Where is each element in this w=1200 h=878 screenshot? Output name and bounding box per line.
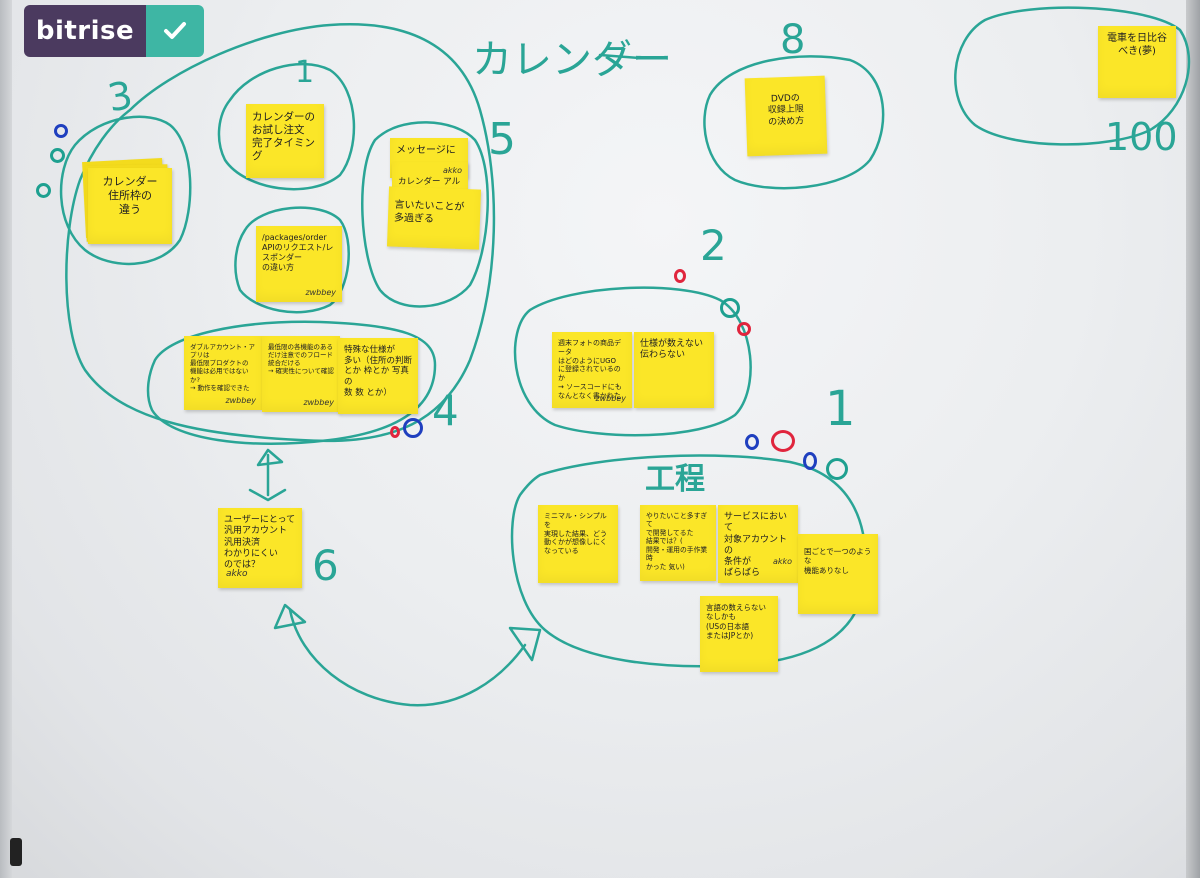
circle-4 — [146, 320, 437, 445]
logo-text: bitrise — [24, 5, 146, 57]
sticky-dvd: DVDの 収録上限 の決め方 — [744, 75, 828, 157]
process-group-outline — [510, 454, 867, 668]
sticky-minimal: ミニマル・シンプルを 実現した結果、どう 動くかが想像しにく なっている — [538, 505, 618, 583]
label-process: 工程 — [645, 462, 705, 497]
circle-8 — [703, 55, 885, 190]
sticky-train: 電車を日比谷 べき(夢) — [1098, 26, 1176, 98]
flow-arrowhead-left — [273, 603, 307, 630]
dot-red — [737, 322, 751, 336]
label-5: 5 — [488, 114, 516, 165]
sticky-region: 国ごとで一つのような 機能ありなし — [798, 534, 878, 614]
dot-green — [826, 458, 848, 480]
label-4: 4 — [432, 386, 459, 435]
circle-2 — [513, 286, 752, 437]
sticky-note-a: ダブルアカウント・アプリは 最低限プロダクトの 機能は必用ではないか? → 動作… — [184, 336, 262, 410]
sticky-note-c: 特殊な仕様が 多い（住所の判断 とか 枠とか 写真の 数 数 とか） — [338, 338, 418, 414]
sticky-service: サービスにおいて 対象アカウントの 条件が ばらばら akko — [718, 505, 798, 583]
board-magnet — [10, 838, 22, 866]
dot-blue — [745, 434, 759, 450]
label-2: 2 — [700, 221, 727, 270]
sticky-note-b: 最低限の各機能のある だけ注意でのフロード 統合だける → 確実性について確認 … — [262, 336, 340, 412]
flow-arrow — [288, 608, 527, 707]
sticky-users: ユーザーにとって 汎用アカウント 汎用決済 わかりにくい のでは？ akko — [218, 508, 302, 588]
label-100: 100 — [1105, 115, 1178, 159]
bitrise-logo: bitrise — [24, 5, 204, 57]
circle-3 — [59, 115, 192, 266]
dot-red — [390, 426, 400, 438]
board-frame-left — [0, 0, 12, 878]
circle-1 — [217, 62, 356, 191]
dot-red — [674, 269, 686, 283]
check-icon — [146, 5, 204, 57]
flow-arrowhead-right — [508, 626, 542, 662]
calendar-group-outline — [65, 23, 496, 443]
sticky-calendar-order: カレンダーの お試し注文 完了タイミング — [246, 104, 324, 178]
dot-blue — [803, 452, 817, 470]
circle-packages — [234, 206, 350, 314]
label-6: 6 — [312, 541, 339, 590]
label-8: 8 — [780, 17, 806, 63]
sticky-packages: /packages/order APIのリクエスト/レスポンダー の違い方 zw… — [256, 226, 342, 302]
circle-5 — [361, 121, 489, 308]
sticky-language: 言語の数えらない なしかも (USの日本語 またはJPとか) — [700, 596, 778, 672]
dot-blue — [403, 418, 423, 438]
circle-100 — [954, 6, 1191, 146]
dot-green — [720, 298, 740, 318]
sticky-calendar-location: カレンダー 住所枠の 違う — [88, 168, 172, 244]
sticky-yatta: やりたいこと多すぎて で開発してるた 結果では？( 開発・運用の手作業時 かった… — [640, 505, 716, 581]
sticky-photo: 週末フォトの商品データ はどのようにUGO に登録されているのか → ソースコー… — [552, 332, 632, 408]
dot-blue — [54, 124, 68, 138]
dot-red — [771, 430, 795, 452]
dot-green — [36, 183, 51, 198]
sticky-spec: 仕様が数えない 伝わらない — [634, 332, 714, 408]
board-frame-right — [1186, 0, 1200, 878]
board-title: カレンダー — [472, 37, 672, 83]
label-1-top: 1 — [295, 55, 315, 90]
sticky-message-bottom: 言いたいことが 多過ぎる — [386, 186, 482, 250]
dot-green — [50, 148, 65, 163]
label-1-right: 1 — [825, 381, 856, 437]
